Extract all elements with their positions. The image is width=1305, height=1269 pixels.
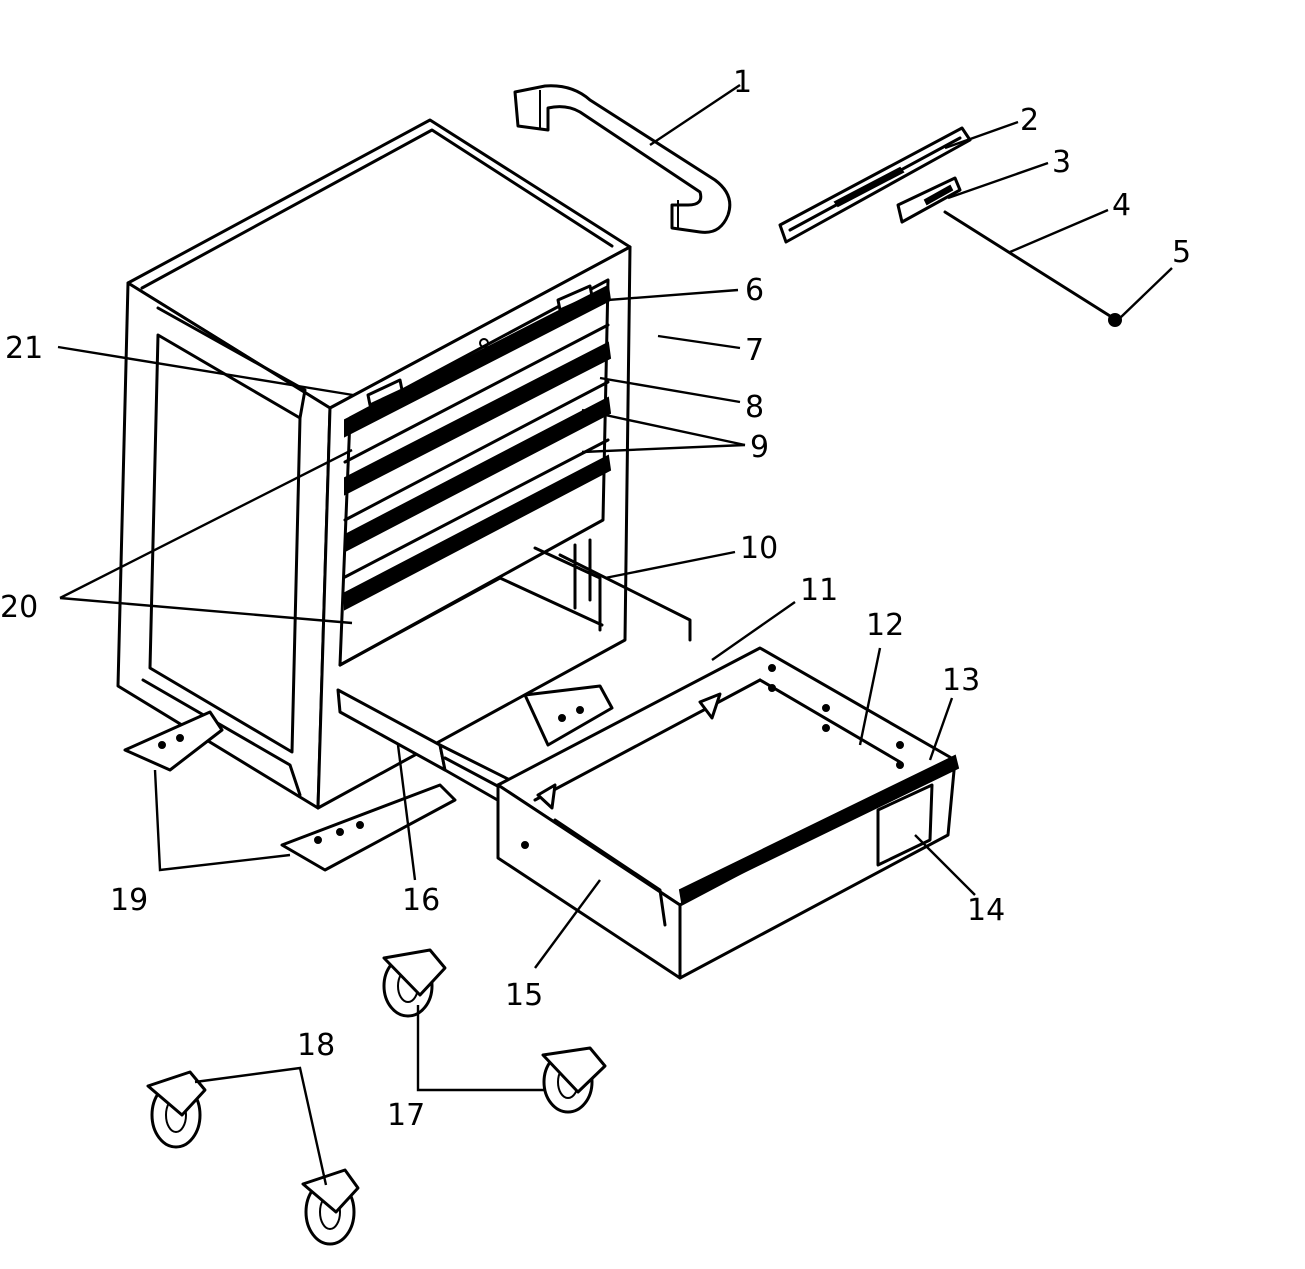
- handle: [513, 84, 732, 234]
- callout-8: 8: [745, 390, 764, 425]
- callout-10: 10: [740, 531, 778, 566]
- callout-9: 9: [750, 430, 769, 465]
- callout-16: 16: [402, 883, 440, 918]
- callout-12: 12: [866, 608, 904, 643]
- callout-3: 3: [1052, 145, 1071, 180]
- callout-18: 18: [297, 1028, 335, 1063]
- callout-19: 19: [110, 883, 148, 918]
- callout-13: 13: [942, 663, 980, 698]
- rigid-caster-a: [146, 1070, 207, 1149]
- base-plates: [123, 684, 614, 872]
- callout-5: 5: [1172, 235, 1191, 270]
- callout-20: 20: [0, 590, 38, 625]
- rod: [943, 210, 1112, 318]
- nut: [1108, 313, 1122, 327]
- callout-21: 21: [5, 331, 43, 366]
- callout-17: 17: [387, 1098, 425, 1133]
- callout-6: 6: [745, 273, 764, 308]
- cabinet: [116, 118, 692, 810]
- rigid-caster-b: [301, 1168, 360, 1246]
- drawer: [496, 646, 960, 980]
- callout-4: 4: [1112, 188, 1131, 223]
- callout-7: 7: [745, 333, 764, 368]
- callout-1: 1: [733, 65, 752, 100]
- leader-lines: [57, 84, 1173, 1186]
- bracket: [896, 176, 962, 224]
- callout-labels: 1 2 3 4 5 6 7 8 9 10 11 12 13 14 15 16 1…: [0, 65, 1191, 1133]
- swivel-caster-b: [541, 1046, 607, 1114]
- callout-15: 15: [505, 978, 543, 1013]
- swivel-caster-a: [382, 948, 447, 1018]
- callout-11: 11: [800, 573, 838, 608]
- callout-2: 2: [1020, 103, 1039, 138]
- callout-14: 14: [967, 893, 1005, 928]
